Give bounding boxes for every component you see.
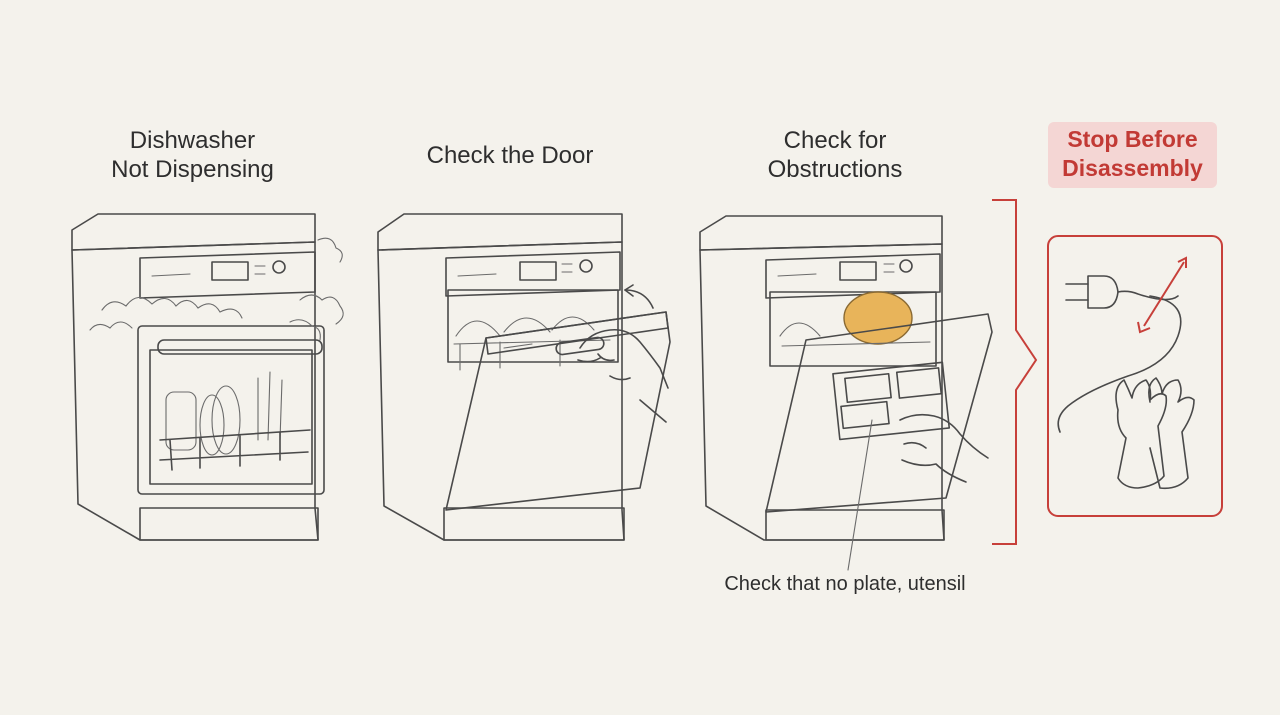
- hand-icon: [577, 328, 669, 423]
- dishwasher-2: [377, 213, 671, 541]
- step-3-title: Check for Obstructions: [767, 127, 903, 183]
- step-1-title: Dishwasher Not Dispensing: [111, 127, 274, 183]
- detergent-dispenser: [832, 361, 951, 441]
- step-2-title: Check the Door: [426, 142, 594, 169]
- dishwasher-3: [699, 215, 993, 571]
- bracket-divider: [992, 199, 1038, 545]
- power-plug-icon: [1065, 275, 1179, 309]
- warning-panel: [1047, 235, 1223, 517]
- dishwasher-1: [71, 213, 344, 541]
- steam-icon: [89, 237, 344, 341]
- gloves-icon: [1115, 377, 1195, 490]
- step-4-title-warning: Stop Before Disassembly: [1048, 122, 1217, 188]
- obstruction-callout: Check that no plate, utensil: [724, 573, 966, 595]
- plate-obstruction: [843, 291, 913, 345]
